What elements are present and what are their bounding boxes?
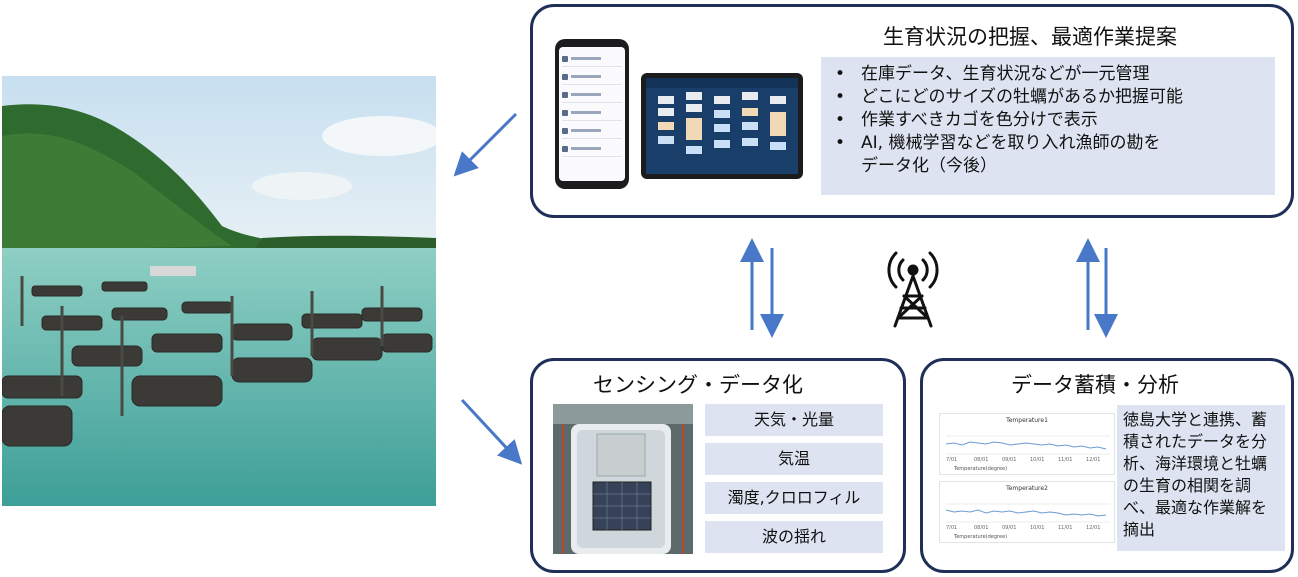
sensor-metric: 濁度,クロロフィル xyxy=(705,482,883,514)
panel-title: 生育状況の把握、最適作業提案 xyxy=(883,21,1177,51)
analysis-description: 徳島大学と連携、蓄積されたデータを分析、海洋環境と牡蠣の生育の相関を調べ、最適な… xyxy=(1117,405,1285,551)
x-tick: 7/01 xyxy=(946,525,957,531)
phone-menu-item xyxy=(562,123,622,139)
sensor-metric: 気温 xyxy=(705,443,883,475)
x-tick: 11/01 xyxy=(1058,525,1072,531)
smartphone-app-image xyxy=(555,39,629,189)
sensing-panel: センシング・データ化 天気・光量 気温 濁度,クロロフィル 波の揺れ xyxy=(530,358,906,573)
oyster-farm-photo xyxy=(2,76,436,506)
feature-item: AI, 機械学習などを取り入れ漁師の勘を xyxy=(831,132,1265,155)
sensor-metric: 天気・光量 xyxy=(705,404,883,436)
arrow-to-sensing xyxy=(462,400,514,456)
x-tick: 11/01 xyxy=(1058,457,1072,463)
x-tick: 09/01 xyxy=(1002,457,1016,463)
cell-tower-icon xyxy=(889,253,937,326)
sensor-metric-list: 天気・光量 気温 濁度,クロロフィル 波の揺れ xyxy=(705,404,883,560)
arrow-to-photo xyxy=(462,114,516,168)
feature-item: どこにどのサイズの牡蠣があるか把握可能 xyxy=(831,86,1265,109)
growth-management-panel: 生育状況の把握、最適作業提案 xyxy=(530,4,1294,218)
phone-menu-item xyxy=(562,141,622,157)
x-tick: 08/01 xyxy=(974,457,988,463)
x-tick: 10/01 xyxy=(1030,525,1044,531)
x-tick: 12/01 xyxy=(1086,525,1100,531)
phone-menu-item xyxy=(562,105,622,121)
phone-menu-item xyxy=(562,51,622,67)
sensor-device-photo xyxy=(553,404,693,554)
x-tick: 7/01 xyxy=(946,457,957,463)
phone-menu-item xyxy=(562,87,622,103)
feature-list: 在庫データ、生育状況などが一元管理 どこにどのサイズの牡蠣があるか把握可能 作業… xyxy=(821,57,1275,195)
x-tick: 09/01 xyxy=(1002,525,1016,531)
x-tick: 08/01 xyxy=(974,525,988,531)
feature-item-continuation: データ化（今後） xyxy=(831,155,1265,178)
phone-menu-item xyxy=(562,69,622,85)
panel-title: データ蓄積・分析 xyxy=(1011,369,1179,399)
sensor-metric: 波の揺れ xyxy=(705,521,883,553)
feature-item: 作業すべきカゴを色分けで表示 xyxy=(831,109,1265,132)
chart-legend: Temperature(degree) xyxy=(954,466,1007,472)
x-tick: 12/01 xyxy=(1086,457,1100,463)
data-analysis-panel: データ蓄積・分析 Temperature1 7/01 08/01 09/01 1… xyxy=(920,358,1294,573)
panel-title: センシング・データ化 xyxy=(593,369,803,399)
tablet-dashboard-image xyxy=(641,73,803,179)
feature-item: 在庫データ、生育状況などが一元管理 xyxy=(831,63,1265,86)
chart-legend: Temperature(degree) xyxy=(954,534,1007,540)
temperature-chart: Temperature2 7/01 08/01 09/01 10/01 11/0… xyxy=(939,481,1115,543)
temperature-chart: Temperature1 7/01 08/01 09/01 10/01 11/0… xyxy=(939,413,1115,475)
x-tick: 10/01 xyxy=(1030,457,1044,463)
